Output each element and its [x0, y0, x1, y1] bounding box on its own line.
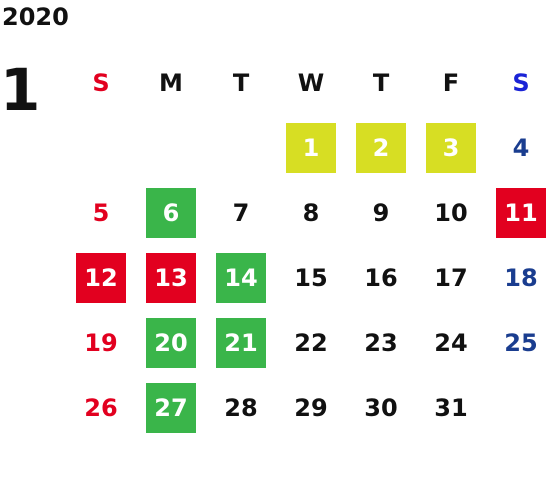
day-cell-monday[interactable]: 13 [136, 245, 206, 310]
day-cell-tuesday[interactable]: 28 [206, 375, 276, 440]
weekday-monday: M [159, 68, 183, 97]
day-cell-monday [136, 115, 206, 180]
date-3[interactable]: 3 [426, 122, 476, 173]
day-cell-friday[interactable]: 17 [416, 245, 486, 310]
weekday-thursday: T [372, 68, 390, 97]
day-cell-thursday[interactable]: 9 [346, 180, 416, 245]
year-label: 2020 [2, 3, 69, 31]
date-25[interactable]: 25 [504, 328, 538, 357]
day-cell-sunday [66, 115, 136, 180]
date-30[interactable]: 30 [364, 393, 398, 422]
weekday-wednesday: W [297, 68, 325, 97]
day-cell-thursday[interactable]: 23 [346, 310, 416, 375]
day-cell-saturday[interactable]: 25 [486, 310, 548, 375]
day-cell-thursday[interactable]: 16 [346, 245, 416, 310]
date-27[interactable]: 27 [146, 382, 196, 433]
weekday-saturday: S [512, 68, 530, 97]
weekday-friday: F [442, 68, 460, 97]
day-cell-friday[interactable]: 31 [416, 375, 486, 440]
date-11[interactable]: 11 [496, 187, 546, 238]
week-row: 26 27 28 29 30 31 [66, 375, 548, 440]
date-29[interactable]: 29 [294, 393, 328, 422]
date-12[interactable]: 12 [76, 252, 126, 303]
date-31[interactable]: 31 [434, 393, 468, 422]
date-2[interactable]: 2 [356, 122, 406, 173]
date-6[interactable]: 6 [146, 187, 196, 238]
day-cell-monday[interactable]: 6 [136, 180, 206, 245]
date-8[interactable]: 8 [302, 198, 320, 227]
date-1[interactable]: 1 [286, 122, 336, 173]
day-cell-sunday[interactable]: 26 [66, 375, 136, 440]
day-cell-wednesday[interactable]: 15 [276, 245, 346, 310]
day-cell-saturday[interactable]: 11 [486, 180, 548, 245]
date-23[interactable]: 23 [364, 328, 398, 357]
day-cell-saturday[interactable]: 18 [486, 245, 548, 310]
date-21[interactable]: 21 [216, 317, 266, 368]
day-cell-monday[interactable]: 20 [136, 310, 206, 375]
month-label: 1 [0, 56, 41, 124]
date-9[interactable]: 9 [372, 198, 390, 227]
date-10[interactable]: 10 [434, 198, 468, 227]
day-cell-tuesday[interactable]: 21 [206, 310, 276, 375]
week-row: 12 13 14 15 16 17 18 [66, 245, 548, 310]
day-cell-saturday[interactable]: 4 [486, 115, 548, 180]
date-14[interactable]: 14 [216, 252, 266, 303]
day-cell-saturday [486, 375, 548, 440]
day-cell-wednesday[interactable]: 1 [276, 115, 346, 180]
day-cell-wednesday[interactable]: 29 [276, 375, 346, 440]
weekday-tuesday: T [232, 68, 250, 97]
day-cell-tuesday[interactable]: 7 [206, 180, 276, 245]
day-cell-tuesday[interactable]: 14 [206, 245, 276, 310]
day-cell-monday[interactable]: 27 [136, 375, 206, 440]
day-cell-thursday[interactable]: 2 [346, 115, 416, 180]
date-28[interactable]: 28 [224, 393, 258, 422]
day-cell-tuesday [206, 115, 276, 180]
date-20[interactable]: 20 [146, 317, 196, 368]
week-row: 19 20 21 22 23 24 25 [66, 310, 548, 375]
date-22[interactable]: 22 [294, 328, 328, 357]
day-cell-sunday[interactable]: 5 [66, 180, 136, 245]
date-26[interactable]: 26 [84, 393, 118, 422]
date-16[interactable]: 16 [364, 263, 398, 292]
date-18[interactable]: 18 [504, 263, 538, 292]
day-cell-friday[interactable]: 10 [416, 180, 486, 245]
weekday-header-row: S M T W T F S [66, 50, 548, 115]
date-5[interactable]: 5 [92, 198, 110, 227]
day-cell-thursday[interactable]: 30 [346, 375, 416, 440]
day-cell-sunday[interactable]: 12 [66, 245, 136, 310]
date-13[interactable]: 13 [146, 252, 196, 303]
date-15[interactable]: 15 [294, 263, 328, 292]
day-cell-sunday[interactable]: 19 [66, 310, 136, 375]
day-cell-friday[interactable]: 24 [416, 310, 486, 375]
day-cell-wednesday[interactable]: 8 [276, 180, 346, 245]
weekday-sunday: S [92, 68, 110, 97]
date-24[interactable]: 24 [434, 328, 468, 357]
date-4[interactable]: 4 [512, 133, 530, 162]
day-cell-friday[interactable]: 3 [416, 115, 486, 180]
day-cell-wednesday[interactable]: 22 [276, 310, 346, 375]
date-19[interactable]: 19 [84, 328, 118, 357]
date-17[interactable]: 17 [434, 263, 468, 292]
date-7[interactable]: 7 [232, 198, 250, 227]
week-row: 5 6 7 8 9 10 11 [66, 180, 548, 245]
